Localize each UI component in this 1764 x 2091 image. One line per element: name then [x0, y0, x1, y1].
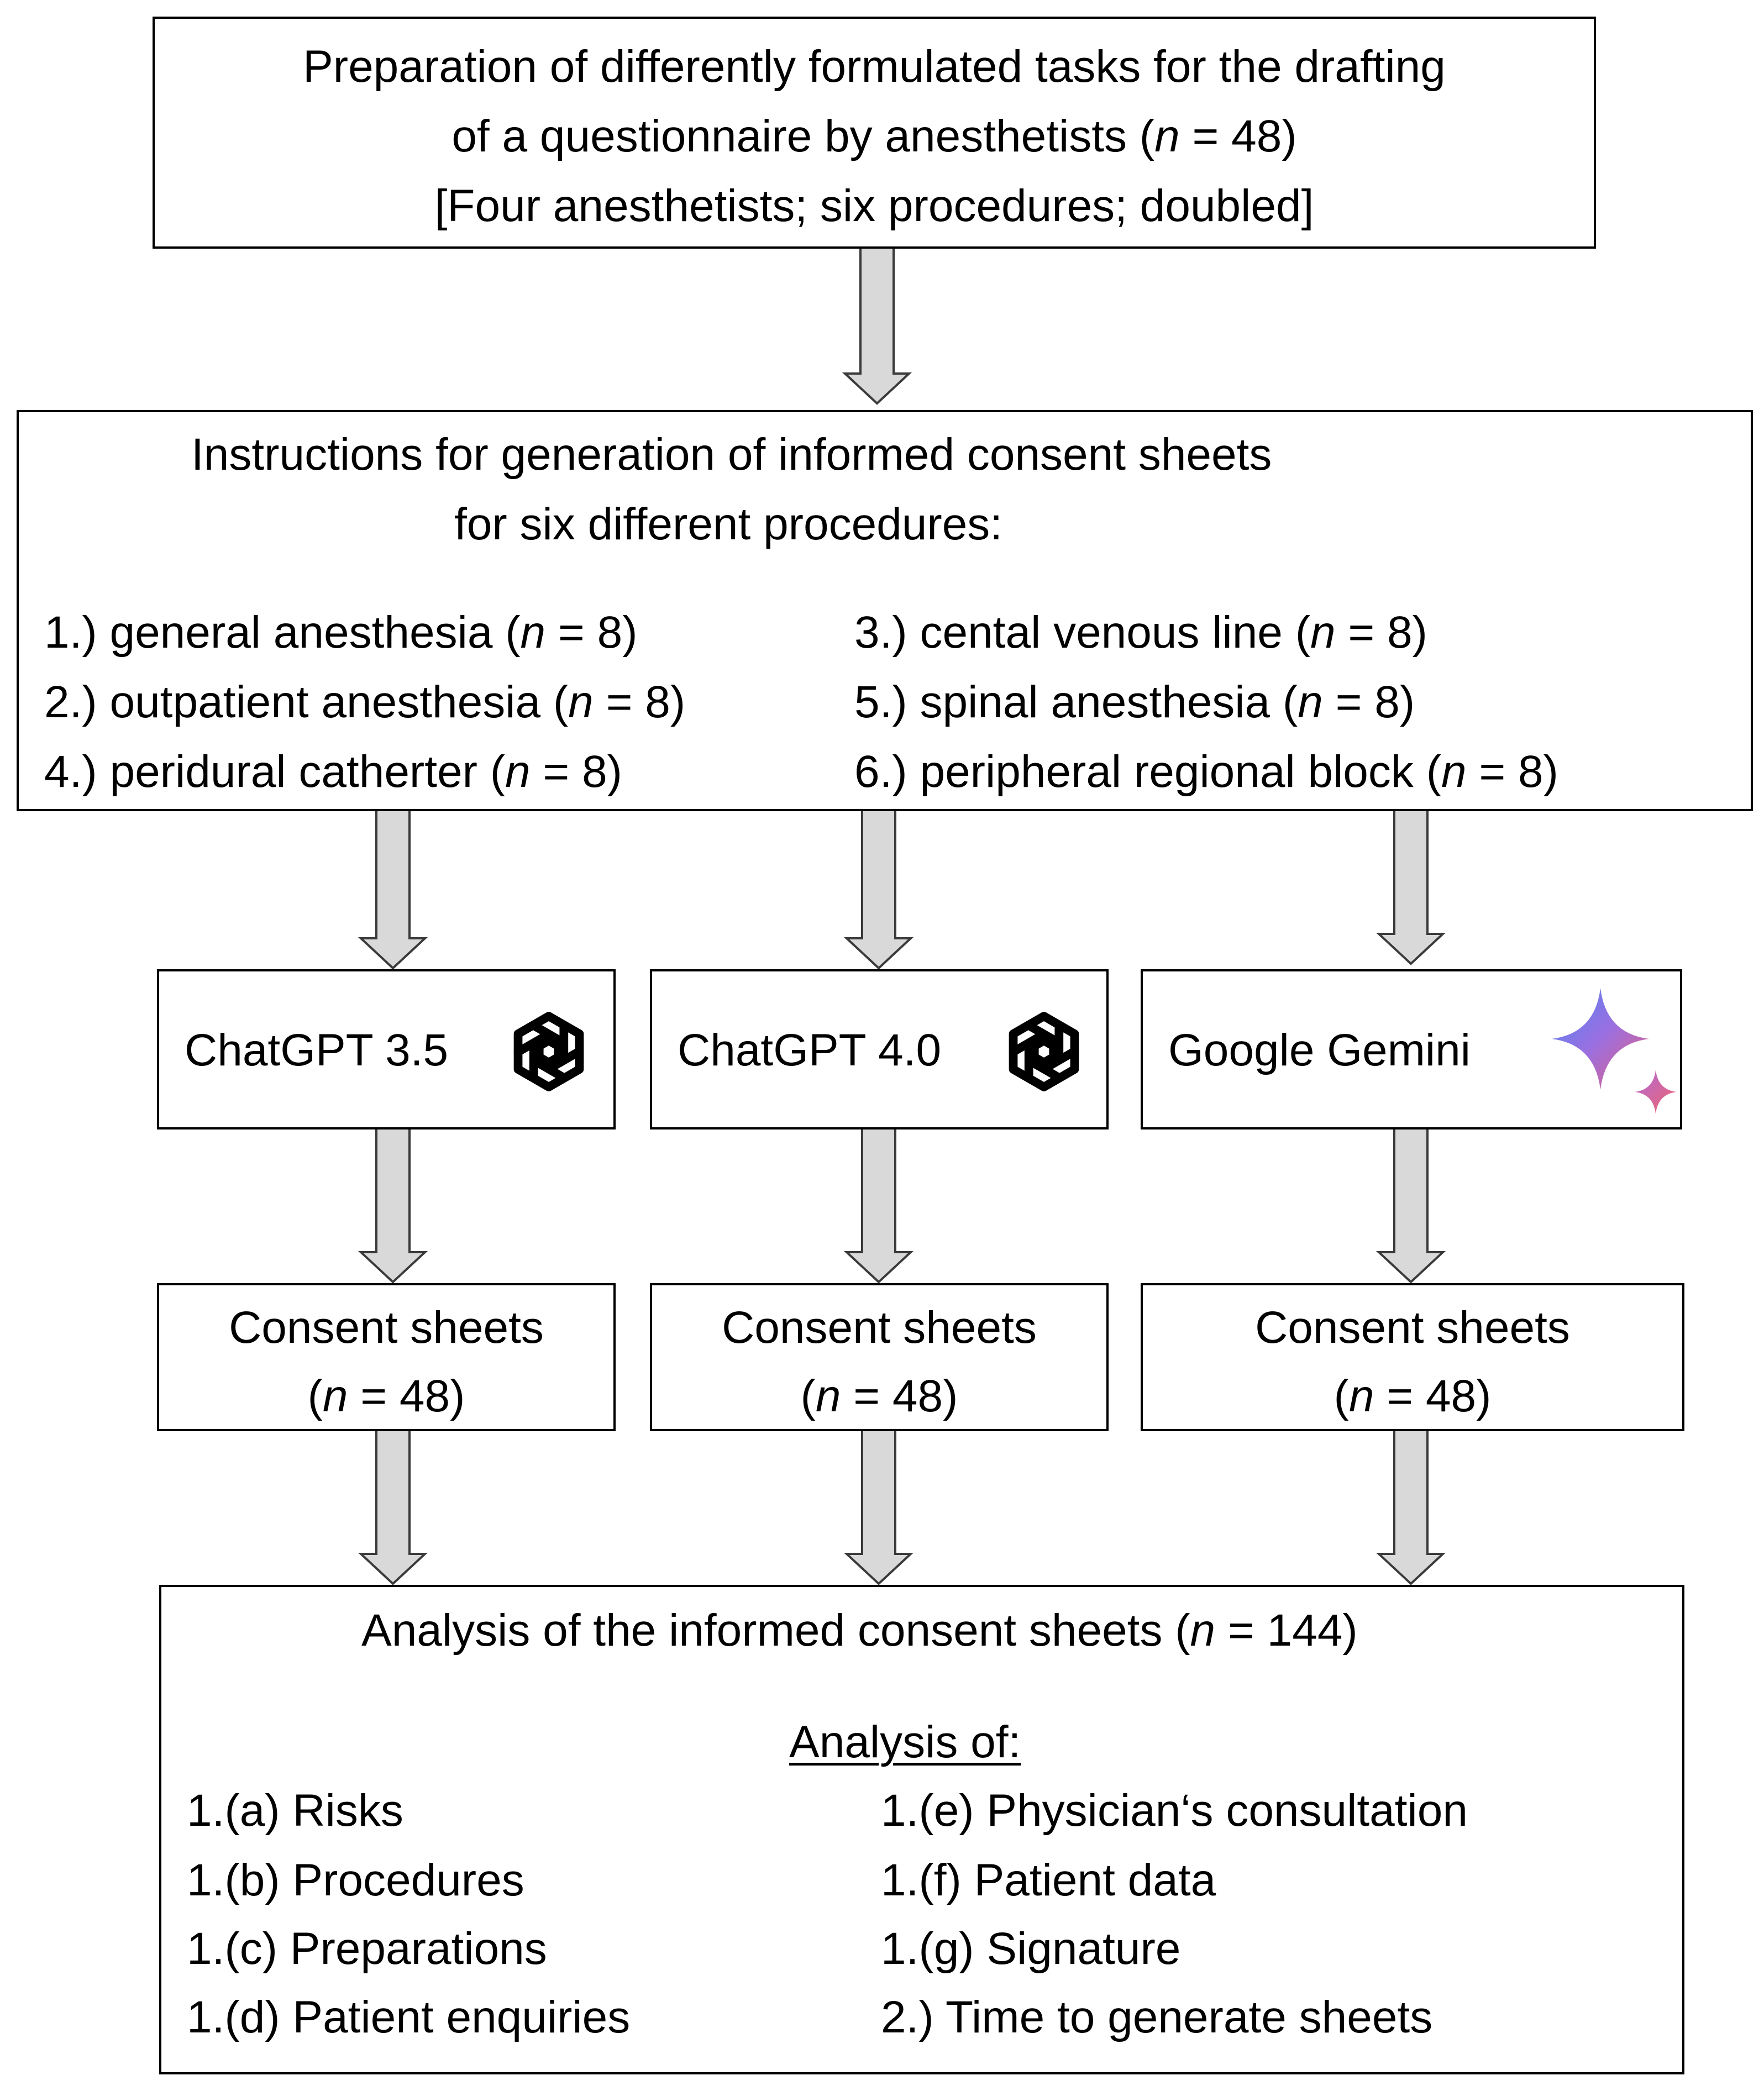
- consent-sheets-count: (n = 48): [307, 1371, 465, 1421]
- consent-sheets-label: Consent sheets: [229, 1302, 544, 1353]
- analysis-item: 2.) Time to generate sheets: [881, 1992, 1433, 2042]
- model-label: Google Gemini: [1168, 1025, 1471, 1075]
- arrow-3b: [843, 1127, 914, 1284]
- instructions-box: Instructions for generation of informed …: [17, 410, 1753, 811]
- model-label: ChatGPT 3.5: [185, 1025, 449, 1075]
- consent-sheets-box-google-gemini: Consent sheets (n = 48): [1141, 1283, 1684, 1431]
- consent-sheets-box-chatgpt-3-5: Consent sheets (n = 48): [157, 1283, 616, 1431]
- preparation-line-1: Preparation of differently formulated ta…: [303, 41, 1446, 92]
- procedure-item: 2.) outpatient anesthesia (n = 8): [44, 677, 686, 727]
- preparation-line-2: of a questionnaire by anesthetists (n = …: [452, 111, 1297, 161]
- procedure-item: 4.) peridural catherter (n = 8): [44, 747, 622, 797]
- procedure-item: 6.) peripheral regional block (n = 8): [854, 747, 1558, 797]
- model-box-chatgpt-3-5: ChatGPT 3.5: [157, 969, 616, 1129]
- instructions-title-2: for six different procedures:: [454, 499, 1003, 549]
- openai-logo-icon: [513, 1012, 584, 1091]
- openai-logo-icon: [1009, 1012, 1079, 1091]
- model-label: ChatGPT 4.0: [678, 1025, 942, 1075]
- analysis-item: 1.(e) Physician‘s consultation: [881, 1785, 1468, 1836]
- arrow-2c: [1376, 809, 1446, 965]
- procedure-item: 5.) spinal anesthesia (n = 8): [854, 677, 1415, 727]
- instructions-title-1: Instructions for generation of informed …: [191, 429, 1272, 480]
- consent-sheets-box-chatgpt-4-0: Consent sheets (n = 48): [650, 1283, 1109, 1431]
- analysis-item: 1.(a) Risks: [187, 1785, 403, 1836]
- analysis-item: 1.(b) Procedures: [187, 1855, 524, 1905]
- preparation-line-3: [Four anesthetists; six procedures; doub…: [434, 181, 1314, 231]
- analysis-item: 1.(d) Patient enquiries: [187, 1992, 631, 2042]
- arrow-3c: [1376, 1127, 1446, 1284]
- gemini-sparkle-icon: [1552, 988, 1677, 1114]
- consent-sheets-label: Consent sheets: [1255, 1302, 1570, 1353]
- analysis-subtitle: Analysis of:: [789, 1717, 1021, 1767]
- procedure-item: 3.) cental venous line (n = 8): [854, 607, 1427, 658]
- arrow-4c: [1376, 1429, 1446, 1585]
- model-box-google-gemini: Google Gemini: [1141, 969, 1682, 1129]
- analysis-item: 1.(f) Patient data: [881, 1855, 1216, 1905]
- analysis-box: Analysis of the informed consent sheets …: [159, 1585, 1684, 2074]
- analysis-title: Analysis of the informed consent sheets …: [361, 1605, 1358, 1656]
- arrow-1: [842, 246, 912, 405]
- arrow-2a: [358, 809, 428, 970]
- consent-sheets-label: Consent sheets: [722, 1302, 1037, 1353]
- arrow-2b: [843, 809, 914, 970]
- arrow-3a: [358, 1127, 428, 1284]
- preparation-box: Preparation of differently formulated ta…: [153, 17, 1596, 249]
- model-box-chatgpt-4-0: ChatGPT 4.0: [650, 969, 1109, 1129]
- consent-sheets-count: (n = 48): [1334, 1371, 1492, 1421]
- consent-sheets-count: (n = 48): [800, 1371, 958, 1421]
- analysis-item: 1.(c) Preparations: [187, 1924, 547, 1974]
- analysis-item: 1.(g) Signature: [881, 1924, 1181, 1974]
- arrow-4a: [358, 1429, 428, 1585]
- arrow-4b: [843, 1429, 914, 1585]
- procedure-item: 1.) general anesthesia (n = 8): [44, 607, 638, 658]
